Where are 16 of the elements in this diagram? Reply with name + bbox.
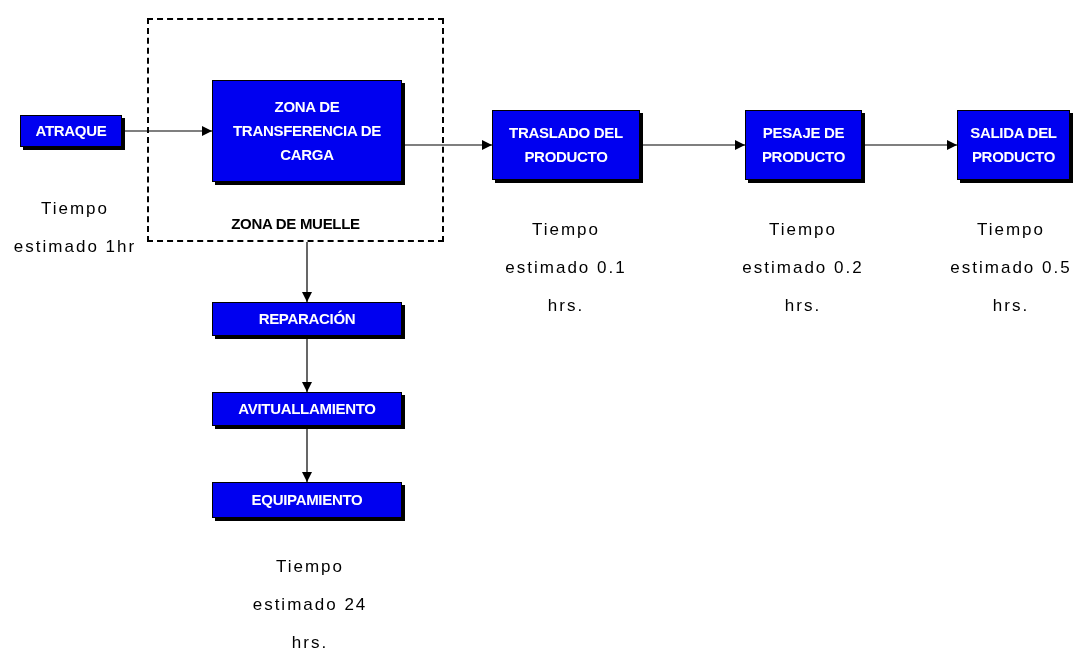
process-box: SALIDA DEL PRODUCTO xyxy=(957,110,1070,180)
time-estimate-note: Tiempo estimado 1hr xyxy=(12,198,138,258)
process-box: AVITUALLAMIENTO xyxy=(212,392,402,426)
process-box: PESAJE DE PRODUCTO xyxy=(745,110,862,180)
dashed-zone-box xyxy=(147,18,444,242)
process-box: REPARACIÓN xyxy=(212,302,402,336)
arrow xyxy=(302,241,312,303)
zone-title: ZONA DE MUELLE xyxy=(230,215,361,232)
process-box: TRASLADO DEL PRODUCTO xyxy=(492,110,640,180)
time-estimate-note: Tiempo estimado 24 hrs. xyxy=(251,556,369,654)
process-box: ATRAQUE xyxy=(20,115,122,147)
process-box: ZONA DE TRANSFERENCIA DE CARGA xyxy=(212,80,402,182)
time-estimate-note: Tiempo estimado 0.1 hrs. xyxy=(504,219,628,317)
time-estimate-note: Tiempo estimado 0.5 hrs. xyxy=(950,219,1072,317)
time-estimate-note: Tiempo estimado 0.2 hrs. xyxy=(741,219,865,317)
process-box: EQUIPAMIENTO xyxy=(212,482,402,518)
